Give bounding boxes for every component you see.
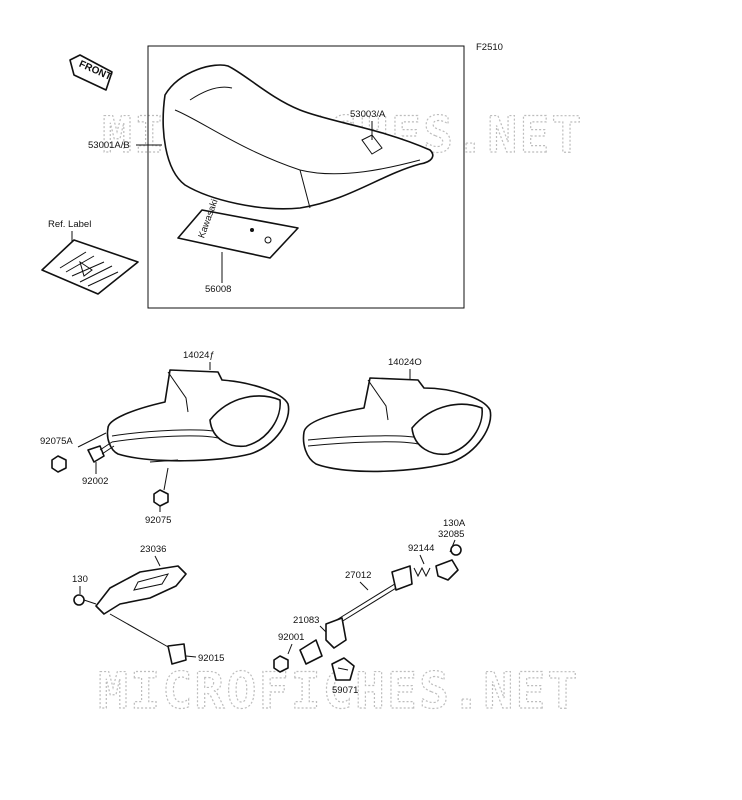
part-label-spring-2: 92144 xyxy=(408,543,434,554)
bracket-23036-illustration xyxy=(95,565,187,615)
latch-21083-illustration xyxy=(299,617,347,665)
spring-92144-icon xyxy=(413,566,431,578)
part-label-cover-left: 14024ƒ xyxy=(183,350,215,361)
cable-27012-illustration xyxy=(329,565,413,628)
part-label-bracket: 23036 xyxy=(140,544,166,555)
clip-92015-icon xyxy=(167,643,187,665)
part-label-cover-right: 14024O xyxy=(388,357,422,368)
part-label-cable: 27012 xyxy=(345,570,371,581)
part-label-nut-1: 92075A xyxy=(40,436,73,447)
front-arrow-icon: FRONT xyxy=(69,54,113,91)
part-label-bolt-2: 130 xyxy=(72,574,88,585)
part-label-nut-2: 92075 xyxy=(145,515,171,526)
nut-92075-icon xyxy=(153,489,169,507)
bolt-92002-icon xyxy=(87,441,115,463)
part-label-seat: 53001A/B xyxy=(88,140,130,151)
seat-illustration xyxy=(162,64,434,210)
side-cover-left-illustration xyxy=(106,369,290,463)
part-label-bolt-4: 92001 xyxy=(278,632,304,643)
figure-code: F2510 xyxy=(476,42,503,53)
bolt-130A-icon xyxy=(450,544,462,556)
label-sheet-illustration: Kawasaki xyxy=(177,198,299,259)
part-label-seat-strap: 53003/A xyxy=(350,109,386,120)
lock-59071-icon xyxy=(331,657,355,681)
part-label-ref-label: Ref. Label xyxy=(48,219,91,230)
ref-label-illustration xyxy=(41,239,139,295)
bolt-92001-icon xyxy=(273,655,289,673)
part-label-lock: 59071 xyxy=(332,685,358,696)
part-label-latch: 21083 xyxy=(293,615,319,626)
part-label-bolt-1: 92002 xyxy=(82,476,108,487)
part-label-spring-1: 32085 xyxy=(438,529,464,540)
part-label-clip: 92015 xyxy=(198,653,224,664)
side-cover-right-illustration xyxy=(302,377,492,473)
nut-92075A-icon xyxy=(51,455,67,473)
latch-32085-icon xyxy=(435,559,459,581)
bolt-130-icon xyxy=(73,594,97,606)
part-label-label-sheet: 56008 xyxy=(205,284,231,295)
seat-group-frame xyxy=(147,45,465,309)
part-label-bolt-3: 130A xyxy=(443,518,466,529)
